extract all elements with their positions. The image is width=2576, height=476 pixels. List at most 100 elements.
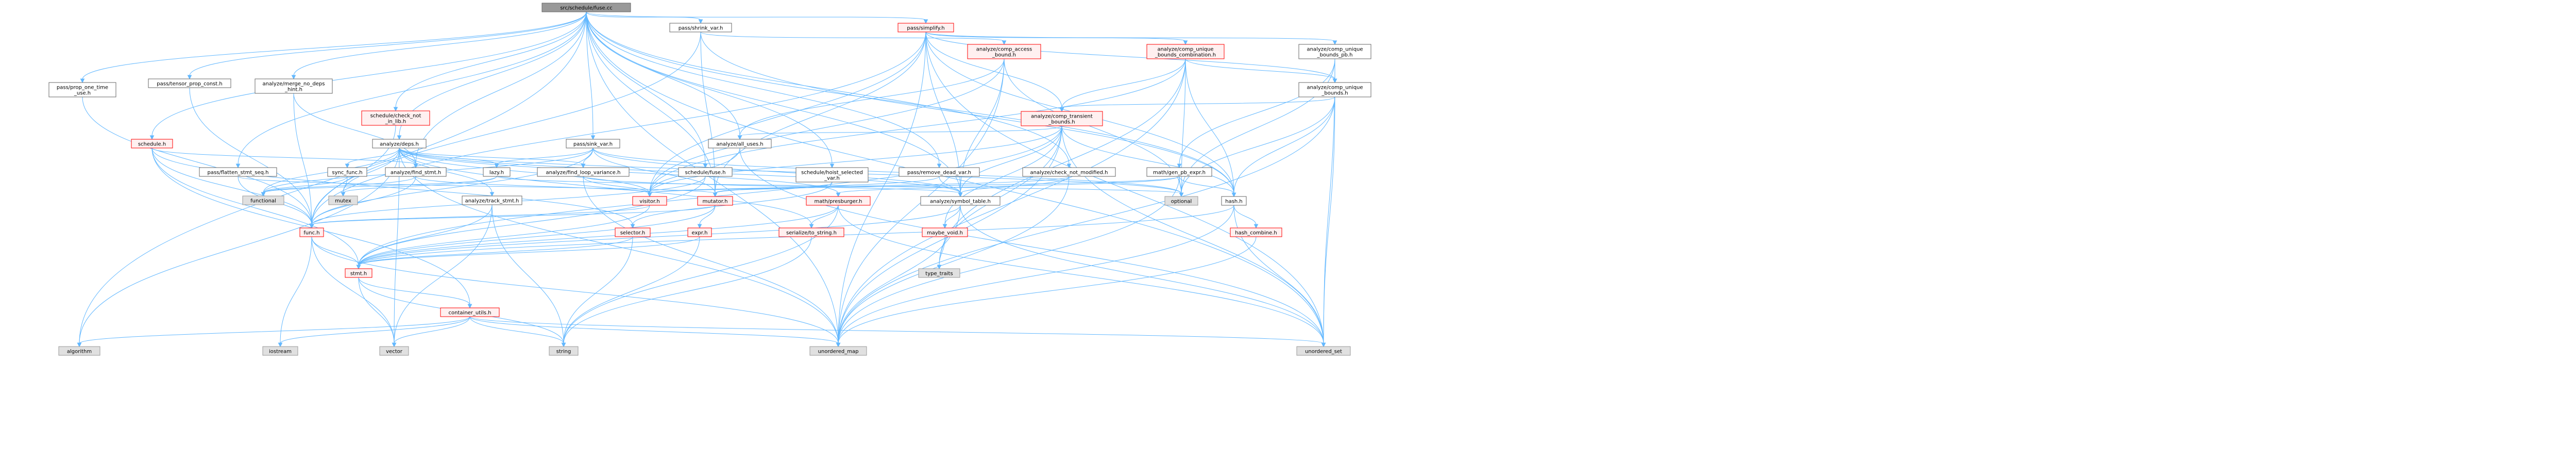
node-label: analyze/comp_unique: [1307, 85, 1363, 91]
node-visitor[interactable]: visitor.h: [632, 196, 667, 206]
node-root[interactable]: src/schedule/fuse.cc: [541, 3, 631, 12]
node-find-stmt[interactable]: analyze/find_stmt.h: [385, 167, 447, 177]
node-hash[interactable]: hash.h: [1221, 196, 1247, 206]
node-label: schedule/hoist_selected: [801, 170, 863, 176]
node-label: src/schedule/fuse.cc: [560, 6, 613, 11]
node-hoist-selected-var[interactable]: schedule/hoist_selected_var.h: [795, 167, 869, 183]
node-comp-unique-bounds-combination[interactable]: analyze/comp_unique_bounds_combination.h: [1146, 44, 1225, 59]
node-label: hash.h: [1225, 199, 1243, 205]
node-label: stmt.h: [350, 271, 367, 277]
node-comp-transient-bounds[interactable]: analyze/comp_transient_bounds.h: [1021, 111, 1103, 126]
edge-root-to-unordered_map: [586, 11, 839, 344]
node-label: expr.h: [692, 231, 708, 236]
node-box: [148, 78, 231, 88]
edge-find_stmt-to-visitor: [415, 176, 650, 194]
edge-pass_flatten_stmt_seq-to-mutator: [238, 176, 716, 194]
edge-maybe_void-to-type_traits: [939, 236, 945, 266]
node-comp-unique-bounds[interactable]: analyze/comp_unique_bounds.h: [1298, 82, 1371, 97]
node-label: func.h: [303, 231, 319, 236]
node-label: _bounds.h: [1048, 120, 1075, 125]
edge-analyze_deps-to-unordered_map: [399, 147, 839, 344]
edge-pass_sink_var-to-lazy: [496, 147, 594, 165]
node-maybe-void[interactable]: maybe_void.h: [922, 227, 968, 237]
edge-pass_remove_dead_var-to-symbol_table: [939, 176, 961, 194]
edge-arrowhead-pass_sink_var-to-find_loop_variance: [581, 163, 586, 169]
edge-root-to-pass_sink_var: [586, 11, 594, 137]
node-comp-unique-bounds-pb[interactable]: analyze/comp_unique_bounds_pb.h: [1298, 44, 1371, 59]
node-expr[interactable]: expr.h: [687, 227, 712, 237]
edge-arrowhead-container_utils-to-string: [561, 342, 566, 348]
node-merge-no-deps-hint[interactable]: analyze/merge_no_deps_hint.h: [255, 78, 333, 94]
edge-arrowhead-root-to-pass_simplify: [923, 19, 928, 24]
edge-pass_remove_dead_var-to-mutator: [715, 176, 940, 194]
node-comp-access-bound[interactable]: analyze/comp_access_bound.h: [967, 44, 1041, 59]
node-label: math/presburger.h: [815, 199, 862, 205]
node-schedule-h[interactable]: schedule.h: [131, 139, 173, 149]
edge-pass_tensor_prop_const-to-func: [189, 87, 312, 225]
edge-func-to-iostream: [280, 236, 312, 344]
edge-arrowhead-root-to-schedule_fuse: [703, 163, 708, 169]
edge-find_loop_variance-to-symbol_table: [583, 176, 961, 194]
node-label: analyze/find_stmt.h: [391, 170, 441, 176]
node-symbol-table[interactable]: analyze/symbol_table.h: [920, 196, 1001, 206]
node-label: selector.h: [620, 231, 646, 236]
edge-comp_transient_bounds-to-type_traits: [939, 125, 1062, 266]
node-container-utils[interactable]: container_utils.h: [440, 307, 500, 317]
edge-container_utils-to-string: [469, 316, 564, 344]
node-label: lazy.h: [489, 170, 504, 176]
node-sync-func[interactable]: sync_func.h: [327, 167, 367, 177]
node-pass-remove-dead-var[interactable]: pass/remove_dead_var.h: [899, 167, 980, 177]
node-box: [897, 23, 954, 32]
node-label: analyze/comp_unique: [1307, 47, 1363, 53]
node-box: [345, 268, 372, 278]
node-box: [1146, 44, 1225, 59]
node-gen-pb-expr[interactable]: math/gen_pb_expr.h: [1146, 167, 1212, 177]
node-presburger[interactable]: math/presburger.h: [806, 196, 871, 206]
node-label: analyze/merge_no_deps: [263, 81, 325, 87]
edge-serialize_to_string-to-string: [563, 236, 812, 344]
node-mutator[interactable]: mutator.h: [697, 196, 733, 206]
node-iostream: iostream: [262, 346, 298, 356]
node-label: schedule/check_not: [370, 113, 421, 119]
node-check-not-in-lib[interactable]: schedule/check_not_in_lib.h: [361, 110, 430, 126]
node-box: [242, 195, 284, 205]
edge-container_utils-to-unordered_set: [469, 316, 1324, 344]
edge-arrowhead-pass_remove_dead_var-to-mutator: [713, 192, 718, 198]
node-selector[interactable]: selector.h: [615, 227, 651, 237]
edge-root-to-pass_prop_one_time_use: [82, 11, 587, 80]
node-track-stmt[interactable]: analyze/track_stmt.h: [462, 195, 522, 205]
edge-arrowhead-comp_transient_bounds-to-analyze_all_uses: [737, 135, 742, 140]
node-hash-combine[interactable]: hash_combine.h: [1230, 227, 1282, 237]
node-label: schedule.h: [138, 142, 166, 147]
node-schedule-fuse[interactable]: schedule/fuse.h: [678, 167, 733, 177]
node-pass-tensor-prop-const[interactable]: pass/tensor_prop_const.h: [148, 78, 231, 88]
node-box: [1298, 44, 1371, 59]
edge-comp_access_bound-to-visitor: [649, 58, 1005, 194]
edge-pass_simplify-to-comp_unique_bounds: [925, 31, 1335, 80]
node-serialize-to-string[interactable]: serialize/to_string.h: [778, 227, 844, 237]
node-box: [566, 139, 620, 149]
node-pass-sink-var[interactable]: pass/sink_var.h: [566, 139, 620, 149]
edge-arrowhead-pass_sink_var-to-lazy: [494, 163, 499, 169]
edge-analyze_deps-to-mutex: [343, 147, 400, 193]
node-lazy[interactable]: lazy.h: [483, 167, 511, 177]
node-box: [462, 195, 522, 205]
edge-arrowhead-stmt-to-container_utils: [467, 304, 472, 309]
node-pass-simplify[interactable]: pass/simplify.h: [897, 23, 954, 32]
node-analyze-deps[interactable]: analyze/deps.h: [372, 139, 427, 149]
node-pass-shrink-var[interactable]: pass/shrink_var.h: [669, 23, 732, 32]
node-box: [687, 227, 712, 237]
edge-lazy-to-mutex: [343, 176, 497, 193]
node-find-loop-variance[interactable]: analyze/find_loop_variance.h: [537, 167, 630, 177]
edge-schedule_fuse-to-stmt: [358, 176, 706, 266]
node-pass-flatten-stmt-seq[interactable]: pass/flatten_stmt_seq.h: [199, 167, 277, 177]
node-check-not-modified[interactable]: analyze/check_not_modified.h: [1022, 167, 1116, 177]
node-type-traits: type_traits: [918, 268, 960, 278]
node-pass-prop-one-time-use[interactable]: pass/prop_one_time_use.h: [48, 82, 116, 97]
node-analyze-all-uses[interactable]: analyze/all_uses.h: [708, 139, 772, 149]
node-func[interactable]: func.h: [299, 227, 324, 237]
node-stmt[interactable]: stmt.h: [345, 268, 372, 278]
edge-func-to-vector: [311, 236, 395, 344]
edge-arrowhead-container_utils-to-vector: [392, 342, 397, 348]
